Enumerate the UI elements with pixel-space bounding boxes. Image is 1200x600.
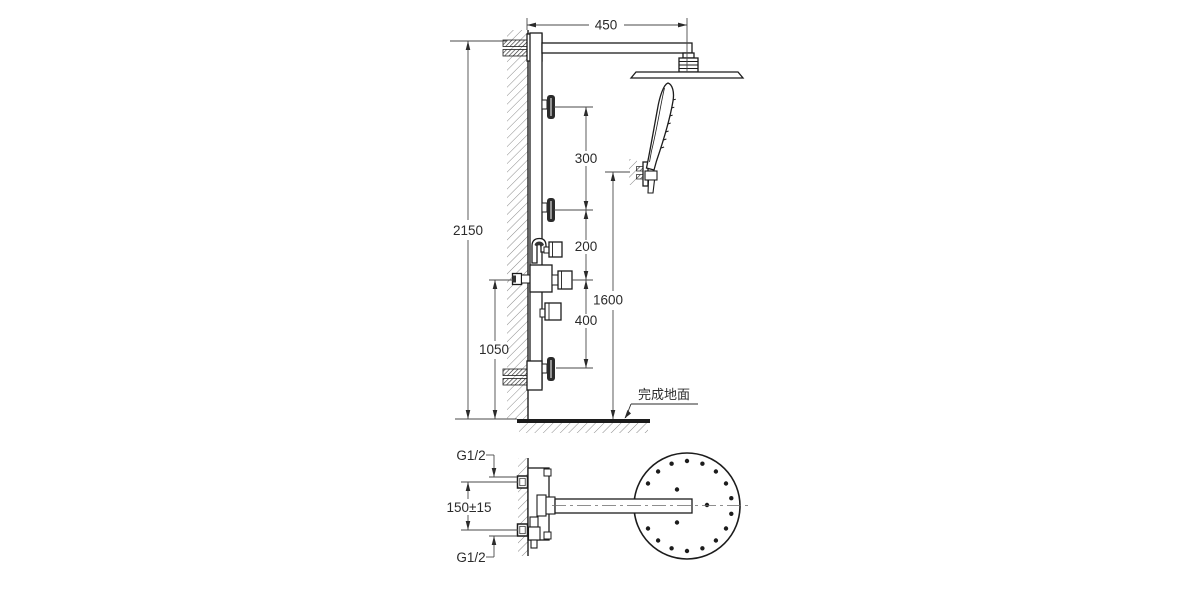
dim-outlet-height-value: 1600 xyxy=(593,293,623,308)
bottom-wall-bracket xyxy=(502,360,543,391)
lower-knob xyxy=(539,302,562,321)
wall-section xyxy=(507,30,529,419)
dim-bottom-thread-value: G1/2 xyxy=(456,550,485,565)
dim-arm-reach-value: 450 xyxy=(595,18,618,33)
tub-spout xyxy=(531,237,547,264)
plan-inlet-top xyxy=(516,475,529,489)
dim-bracket-spacing: 300 xyxy=(575,107,598,210)
diverter-knob xyxy=(543,241,563,258)
hand-shower-spray-face xyxy=(660,98,676,149)
overhead-arm xyxy=(541,42,693,54)
dim-inlet-spacing: 150±15 xyxy=(447,481,518,531)
plan-inlet-bottom xyxy=(516,523,529,537)
dim-bracket-to-valve: 200 xyxy=(575,210,598,280)
dim-valve-to-holder-value: 400 xyxy=(575,313,598,328)
plan-dimensions: G1/2 150±15 G1/2 xyxy=(447,448,518,565)
dim-valve-to-holder: 400 xyxy=(575,280,598,368)
dim-arm-reach: 450 xyxy=(526,18,688,72)
dim-top-thread-value: G1/2 xyxy=(456,448,485,463)
dim-outlet-height: 1600 xyxy=(593,171,630,419)
elevation-view xyxy=(455,30,745,433)
elevation-dimensions: 450 2150 1050 xyxy=(450,18,698,419)
nozzle-dots xyxy=(645,458,734,554)
mixer-valve xyxy=(511,264,553,293)
plan-wall-section xyxy=(518,458,529,556)
slide-bracket-lower xyxy=(541,198,555,222)
finished-floor-text: 完成地面 xyxy=(638,387,690,402)
slide-bracket-upper xyxy=(541,95,555,119)
dim-bottom-thread: G1/2 xyxy=(456,535,517,565)
dim-bracket-spacing-value: 300 xyxy=(575,151,598,166)
hand-shower-holder xyxy=(541,357,555,381)
shower-head-connector xyxy=(678,52,699,73)
plan-shower-arm xyxy=(554,498,693,514)
hand-shower xyxy=(644,82,676,194)
floor xyxy=(455,418,650,433)
dim-valve-height-value: 1050 xyxy=(479,342,509,357)
shower-column xyxy=(529,32,543,389)
plan-hose-outlet xyxy=(527,516,541,549)
dim-inlet-spacing-value: 150±15 xyxy=(447,500,492,515)
overhead-shower-head xyxy=(629,71,745,79)
dim-top-thread: G1/2 xyxy=(456,448,517,478)
dim-bracket-to-valve-value: 200 xyxy=(575,239,598,254)
dim-total-height-value: 2150 xyxy=(453,223,483,238)
valve-handle xyxy=(551,270,573,290)
dim-valve-height: 1050 xyxy=(479,279,513,419)
finished-floor-label: 完成地面 xyxy=(624,387,698,419)
plan-view xyxy=(516,452,752,560)
dim-total-height: 2150 xyxy=(450,40,507,419)
